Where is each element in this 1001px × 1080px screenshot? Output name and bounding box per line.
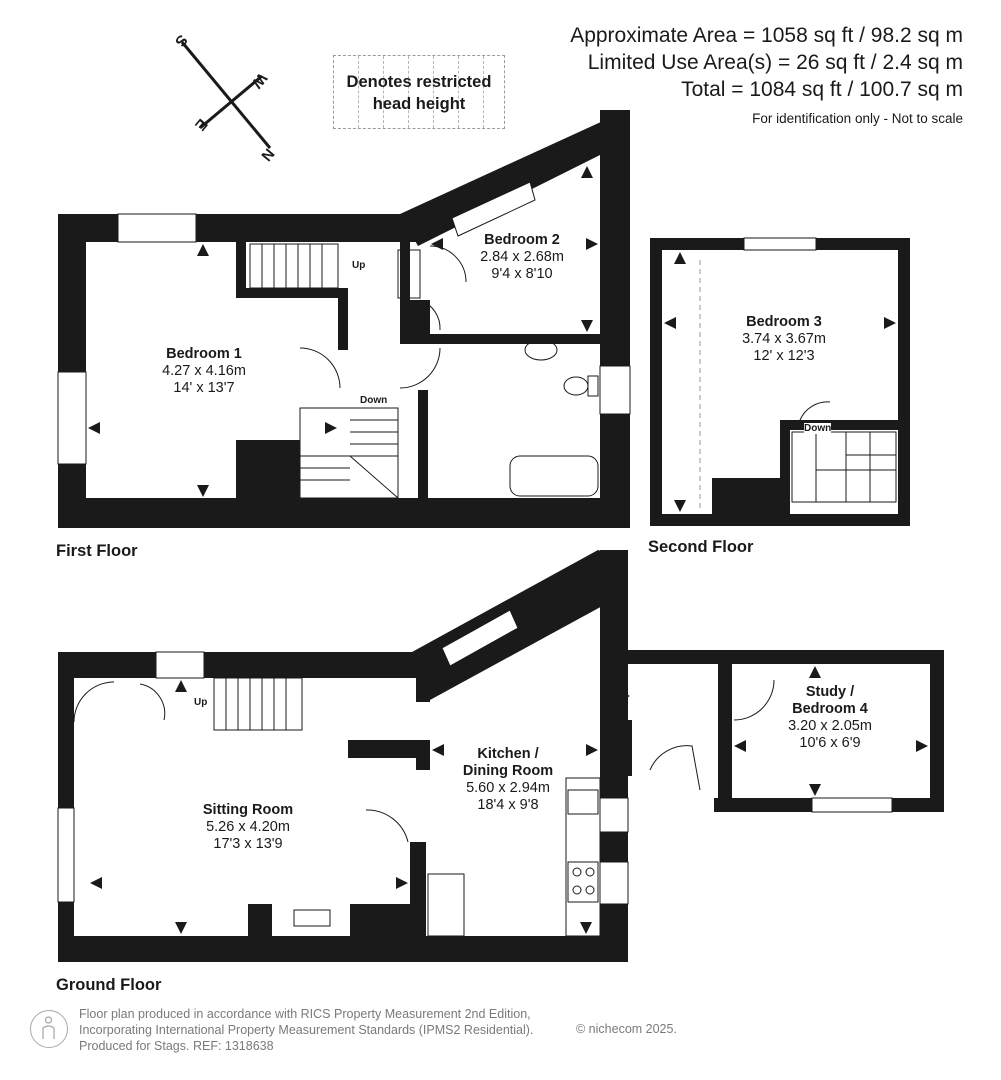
room-imperial: 14' x 13'7 (173, 380, 235, 396)
second-floor-stairs (791, 431, 897, 503)
kitchen-worktop (565, 777, 601, 937)
room-metric: 3.74 x 3.67m (742, 331, 826, 347)
room-study-bedroom-4: Study / Bedroom 4 3.20 x 2.05m 10'6 x 6'… (760, 684, 900, 752)
room-metric: 5.60 x 2.94m (466, 780, 550, 796)
cistern (587, 375, 599, 397)
room-name: Dining Room (462, 763, 554, 779)
room-imperial: 10'6 x 6'9 (799, 735, 861, 751)
room-bedroom-2: Bedroom 2 2.84 x 2.68m 9'4 x 8'10 (452, 232, 592, 283)
compass-rose-icon (180, 41, 272, 149)
ground-floor-walls (58, 550, 944, 962)
room-name: Bedroom 4 (792, 701, 868, 717)
room-sitting-room: Sitting Room 5.26 x 4.20m 17'3 x 13'9 (178, 802, 318, 853)
room-metric: 4.27 x 4.16m (162, 363, 246, 379)
first-floor-dimension-arrows (88, 166, 598, 497)
ground-floor-stairs (213, 677, 303, 731)
basin (524, 339, 558, 361)
hob (567, 861, 599, 903)
toilet (563, 376, 589, 396)
footer-text: Floor plan produced in accordance with R… (79, 1006, 533, 1054)
window (599, 365, 631, 415)
second-floor-walls (650, 238, 910, 526)
room-metric: 5.26 x 4.20m (206, 819, 290, 835)
limited-use-area: Limited Use Area(s) = 26 sq ft / 2.4 sq … (587, 51, 963, 74)
room-name: Study / (805, 684, 855, 700)
first-floor-stairs (249, 243, 421, 499)
room-name: Bedroom 3 (746, 314, 822, 330)
total-area: Total = 1084 sq ft / 100.7 sq m (681, 78, 963, 101)
legend-line-1: Denotes restricted (346, 73, 492, 91)
footer-line-1: Floor plan produced in accordance with R… (79, 1007, 531, 1021)
window (743, 237, 817, 251)
legend-line-2: head height (372, 95, 466, 113)
window (57, 371, 87, 465)
bath (509, 455, 599, 497)
copyright: © nichecom 2025. (576, 1022, 677, 1036)
person-icon (30, 1010, 68, 1048)
footer-line-3: Produced for Stags. REF: 1318638 (79, 1039, 274, 1053)
restricted-height-legend: Denotes restricted head height (333, 55, 505, 129)
footer-line-2: Incorporating International Property Mea… (79, 1023, 534, 1037)
second-floor-dimension-arrows (664, 252, 896, 512)
window (811, 797, 893, 813)
room-metric: 2.84 x 2.68m (480, 249, 564, 265)
scale-note: For identification only - Not to scale (752, 111, 963, 126)
window (441, 609, 519, 667)
stairs-up-label: Up (352, 260, 366, 271)
stairs-up-label: Up (194, 697, 208, 708)
room-imperial: 9'4 x 8'10 (491, 266, 553, 282)
window (599, 861, 629, 905)
room-metric: 3.20 x 2.05m (788, 718, 872, 734)
window (451, 181, 536, 237)
sink (567, 789, 599, 815)
room-name: Kitchen / (477, 746, 539, 762)
room-name: Sitting Room (202, 802, 294, 818)
first-floor-walls (58, 110, 630, 528)
window (57, 807, 75, 903)
fireplace (293, 909, 331, 927)
ground-floor-dimension-arrows (90, 600, 928, 934)
room-imperial: 12' x 12'3 (753, 348, 815, 364)
room-name: Bedroom 2 (484, 232, 560, 248)
room-name: Bedroom 1 (166, 346, 242, 362)
room-kitchen-dining: Kitchen / Dining Room 5.60 x 2.94m 18'4 … (438, 746, 578, 814)
stairs-down-label: Down (360, 395, 388, 406)
floor-label-ground: Ground Floor (56, 976, 162, 994)
fridge (427, 873, 465, 937)
stairs-down-label: Down (804, 423, 832, 434)
room-imperial: 18'4 x 9'8 (477, 797, 539, 813)
room-imperial: 17'3 x 13'9 (213, 836, 283, 852)
floor-label-second: Second Floor (648, 538, 754, 556)
window (117, 213, 197, 243)
window (155, 651, 205, 679)
approximate-area: Approximate Area = 1058 sq ft / 98.2 sq … (570, 24, 963, 47)
floor-label-first: First Floor (56, 542, 138, 560)
window (599, 797, 629, 833)
room-bedroom-1: Bedroom 1 4.27 x 4.16m 14' x 13'7 (134, 346, 274, 397)
legend-text: Denotes restricted head height (334, 71, 504, 115)
room-bedroom-3: Bedroom 3 3.74 x 3.67m 12' x 12'3 (714, 314, 854, 365)
